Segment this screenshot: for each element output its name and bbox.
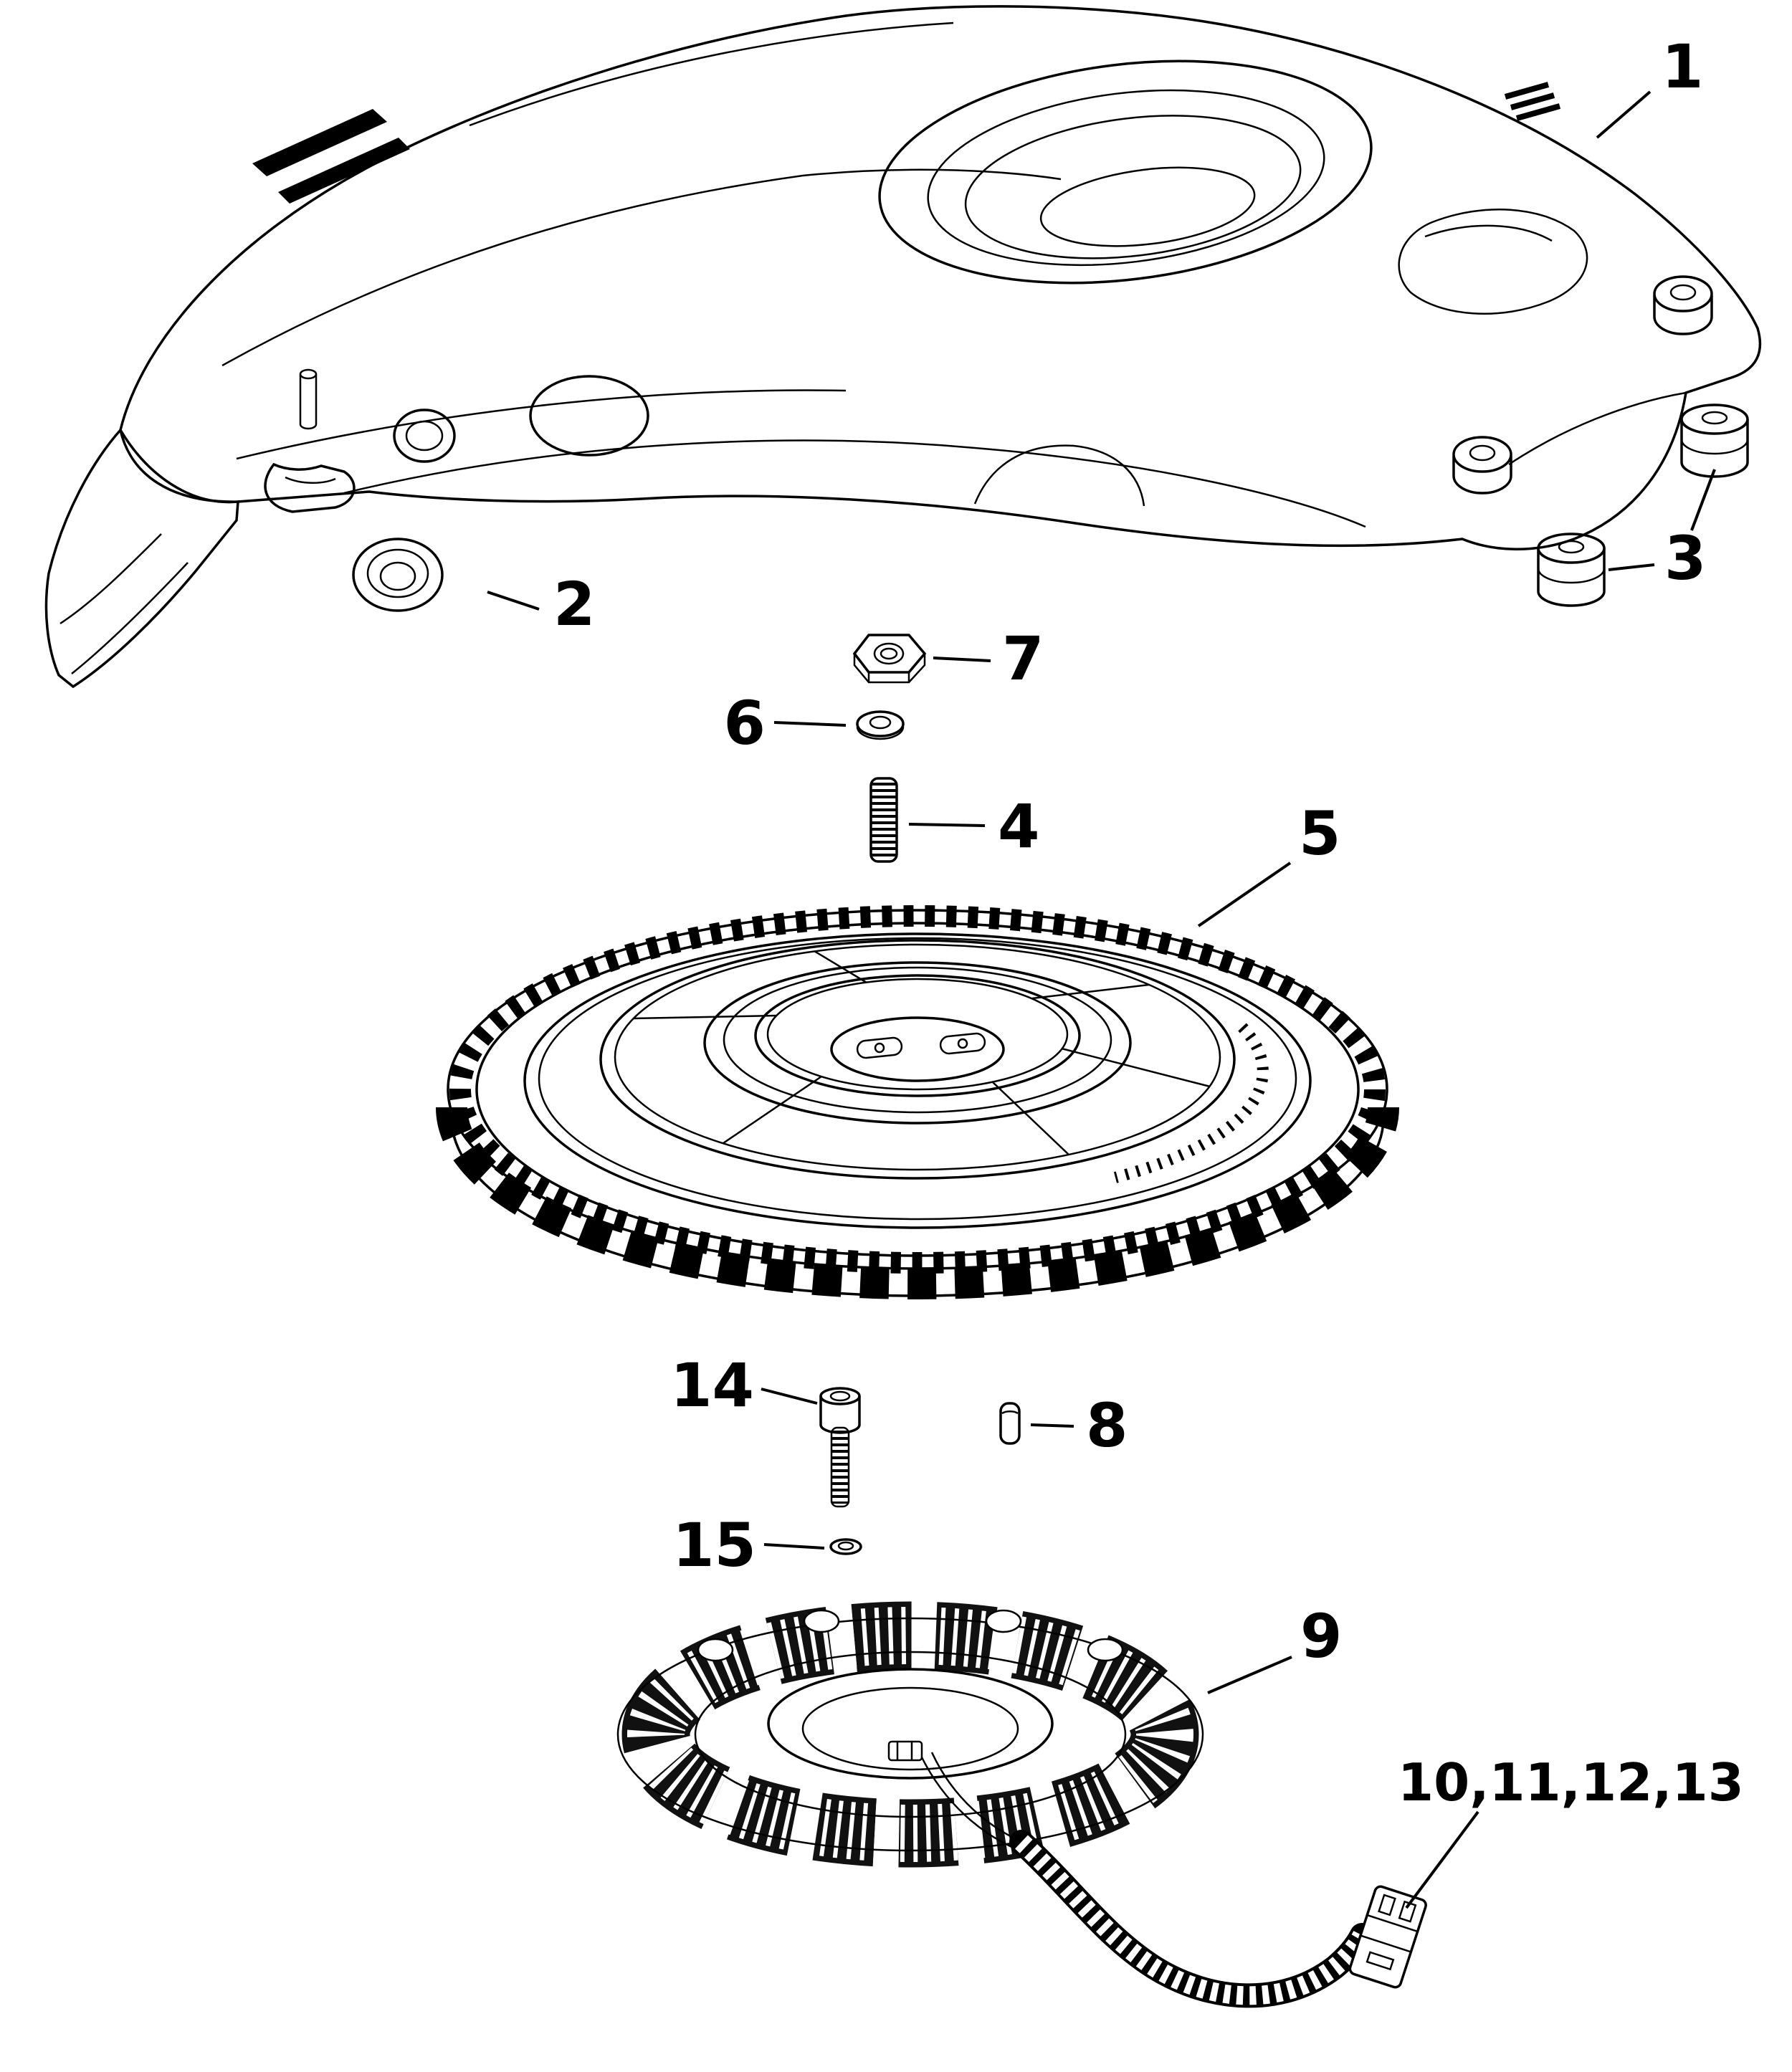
lock-washer-part (829, 1538, 862, 1555)
callout-harness-connector: 10,11,12,13 (1398, 1752, 1744, 1909)
callout-label-4: 4 (998, 791, 1039, 861)
callout-label-14: 14 (670, 1350, 754, 1421)
callout-stud: 4 (908, 791, 1039, 861)
callout-rubber-mount: 3 (1608, 469, 1716, 593)
dowel-pin-part (999, 1402, 1021, 1445)
cover-opening (878, 59, 1373, 285)
brand-logo-mark (1504, 82, 1561, 121)
grommet-part (352, 538, 444, 612)
callout-flywheel-cover: 1 (1596, 32, 1703, 139)
callout-label-3: 3 (1664, 523, 1706, 593)
callout-label-5: 5 (1299, 798, 1340, 869)
vent-stripe (252, 109, 387, 176)
callout-nut: 7 (933, 624, 1044, 694)
washer-part (856, 710, 905, 740)
wire-harness (1009, 1830, 1427, 2008)
callout-label-7: 7 (1002, 624, 1044, 694)
callout-label-10-13: 10,11,12,13 (1398, 1752, 1744, 1813)
callout-label-6: 6 (724, 688, 766, 758)
callout-label-2: 2 (553, 569, 595, 639)
cover-boss (1653, 275, 1713, 335)
vent-stripe (278, 138, 410, 204)
callout-label-9: 9 (1300, 1601, 1342, 1671)
callout-label-15: 15 (672, 1510, 756, 1580)
callout-label-8: 8 (1086, 1390, 1128, 1461)
flywheel-cover-part (44, 5, 1762, 689)
callout-bolt: 14 (670, 1350, 818, 1421)
nut-part (852, 634, 927, 684)
callout-washer: 6 (724, 688, 847, 758)
callout-stator: 9 (1207, 1601, 1342, 1694)
callout-dowel-pin: 8 (1030, 1390, 1128, 1461)
rubber-mount-lower (1537, 533, 1606, 607)
cover-latch (264, 368, 356, 513)
flywheel-part (436, 905, 1399, 1299)
bolt-part (819, 1387, 861, 1508)
cover-boss (1452, 436, 1512, 495)
callout-label-1: 1 (1662, 32, 1703, 102)
callout-lock-washer: 15 (672, 1510, 825, 1580)
callout-flywheel: 5 (1197, 798, 1340, 927)
stator-part (616, 1601, 1204, 1868)
rubber-mount-upper (1680, 404, 1749, 478)
stud-part (869, 777, 898, 863)
harness-connector (1348, 1885, 1427, 1989)
callout-grommet: 2 (487, 569, 595, 639)
